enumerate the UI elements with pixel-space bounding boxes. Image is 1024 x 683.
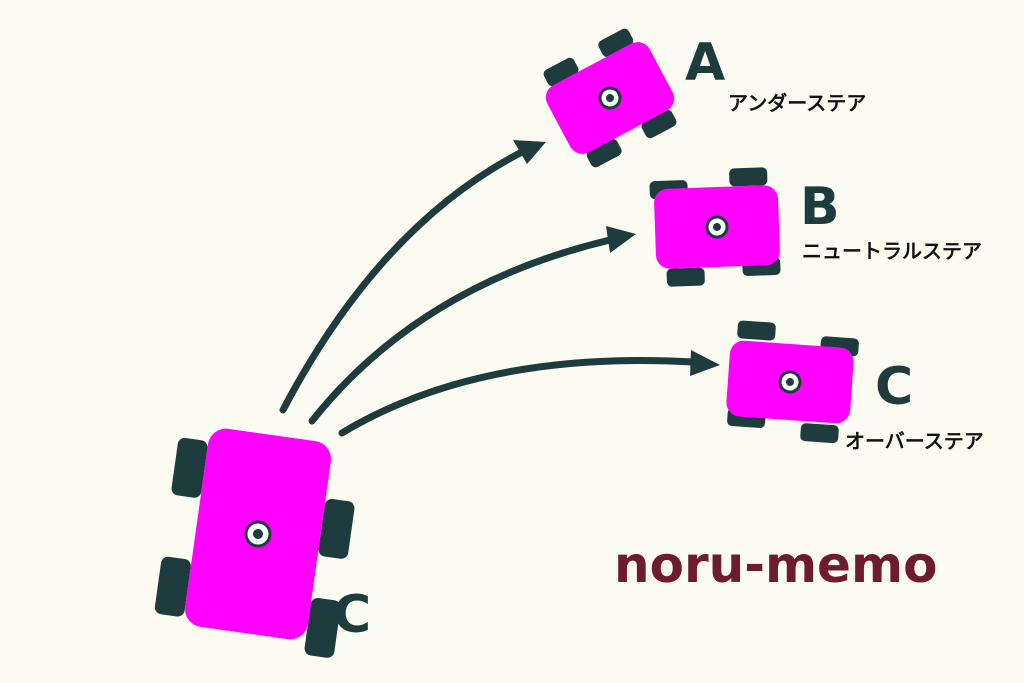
tire bbox=[318, 498, 355, 559]
tire bbox=[586, 139, 622, 168]
path-a-caption: アンダーステア bbox=[728, 91, 866, 115]
tire bbox=[154, 556, 191, 617]
car-neutral-steer bbox=[649, 167, 781, 287]
car-understeer bbox=[543, 28, 677, 168]
tire bbox=[641, 109, 677, 139]
tire bbox=[543, 57, 579, 87]
arrow-understeer bbox=[279, 140, 546, 414]
tire bbox=[729, 167, 768, 187]
path-b-letter: B bbox=[800, 177, 840, 237]
path-a-letter: A bbox=[685, 33, 725, 93]
path-c-letter: C bbox=[875, 357, 913, 417]
start-car-label: C bbox=[333, 585, 371, 645]
tire bbox=[171, 437, 208, 498]
tire bbox=[304, 597, 341, 658]
tire bbox=[666, 267, 705, 287]
start-car bbox=[154, 428, 355, 658]
car-oversteer bbox=[726, 320, 859, 444]
tire bbox=[800, 423, 839, 444]
path-c-caption: オーバーステア bbox=[845, 429, 984, 453]
tire bbox=[598, 28, 634, 57]
brand-logo-text: noru-memo bbox=[614, 536, 937, 594]
arrow-oversteer bbox=[338, 350, 720, 437]
tire bbox=[737, 320, 776, 341]
arrow-neutral-steer bbox=[308, 226, 636, 425]
path-b-caption: ニュートラルステア bbox=[802, 239, 982, 263]
